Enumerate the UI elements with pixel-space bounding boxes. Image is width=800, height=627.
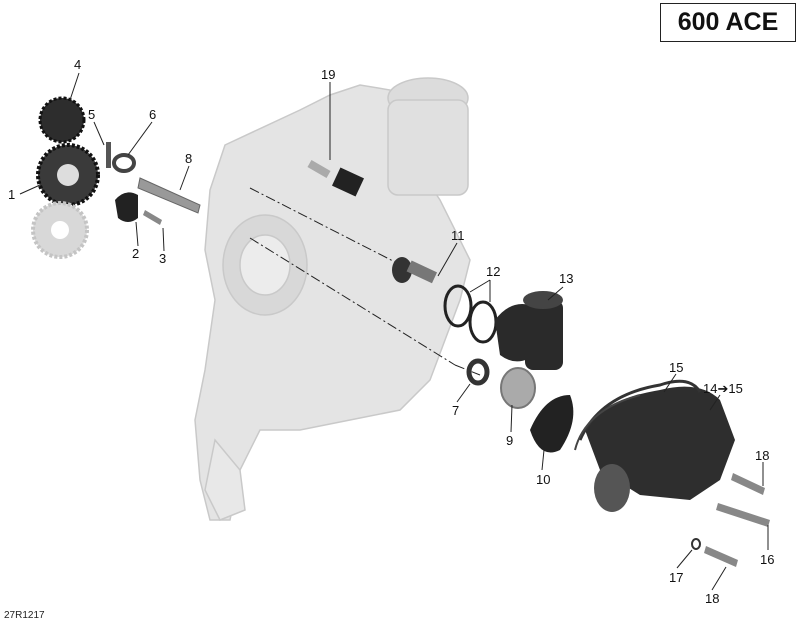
callout-10: 10 bbox=[536, 472, 551, 487]
callout-5: 5 bbox=[88, 107, 96, 122]
washer-17 bbox=[691, 538, 701, 550]
temperature-sensor-19 bbox=[307, 160, 365, 197]
cap-2 bbox=[115, 192, 138, 222]
bolt-16 bbox=[716, 503, 770, 527]
elbow-13 bbox=[495, 291, 563, 370]
callout-14-to-15: 14➔15 bbox=[703, 381, 743, 396]
o-ring-12b bbox=[468, 300, 498, 344]
callout-15: 15 bbox=[669, 360, 684, 375]
callout-19: 19 bbox=[321, 67, 336, 82]
callout-6: 6 bbox=[149, 107, 157, 122]
bearing-9 bbox=[500, 367, 536, 409]
impeller-10 bbox=[530, 395, 574, 453]
thermostat-11 bbox=[392, 257, 438, 284]
callout-7: 7 bbox=[452, 403, 460, 418]
callout-9: 9 bbox=[506, 433, 514, 448]
callout-18b: 18 bbox=[705, 591, 720, 606]
pump-housing-14 bbox=[574, 379, 735, 512]
bolt-3 bbox=[143, 210, 162, 225]
engine-cover bbox=[194, 77, 471, 521]
callout-18a: 18 bbox=[755, 448, 770, 463]
leader-lines bbox=[19, 72, 769, 591]
model-title: 600 ACE bbox=[660, 3, 796, 42]
callout-17: 17 bbox=[669, 570, 684, 585]
seal-7 bbox=[466, 358, 490, 386]
callout-3: 3 bbox=[159, 251, 167, 266]
callout-16: 16 bbox=[760, 552, 775, 567]
reference-code: 27R1217 bbox=[4, 610, 45, 621]
o-ring-12a bbox=[443, 284, 473, 328]
gears bbox=[31, 96, 100, 259]
pin-5 bbox=[106, 142, 111, 168]
callout-2: 2 bbox=[132, 246, 140, 261]
callout-8: 8 bbox=[185, 151, 193, 166]
callout-1: 1 bbox=[8, 187, 16, 202]
callout-4: 4 bbox=[74, 57, 82, 72]
bolt-18a bbox=[731, 473, 765, 495]
washer-6 bbox=[112, 153, 136, 173]
shaft-8 bbox=[137, 177, 201, 214]
callout-12: 12 bbox=[486, 264, 501, 279]
callout-13: 13 bbox=[559, 271, 574, 286]
callout-11: 11 bbox=[451, 228, 465, 243]
bolt-18b bbox=[704, 546, 738, 567]
